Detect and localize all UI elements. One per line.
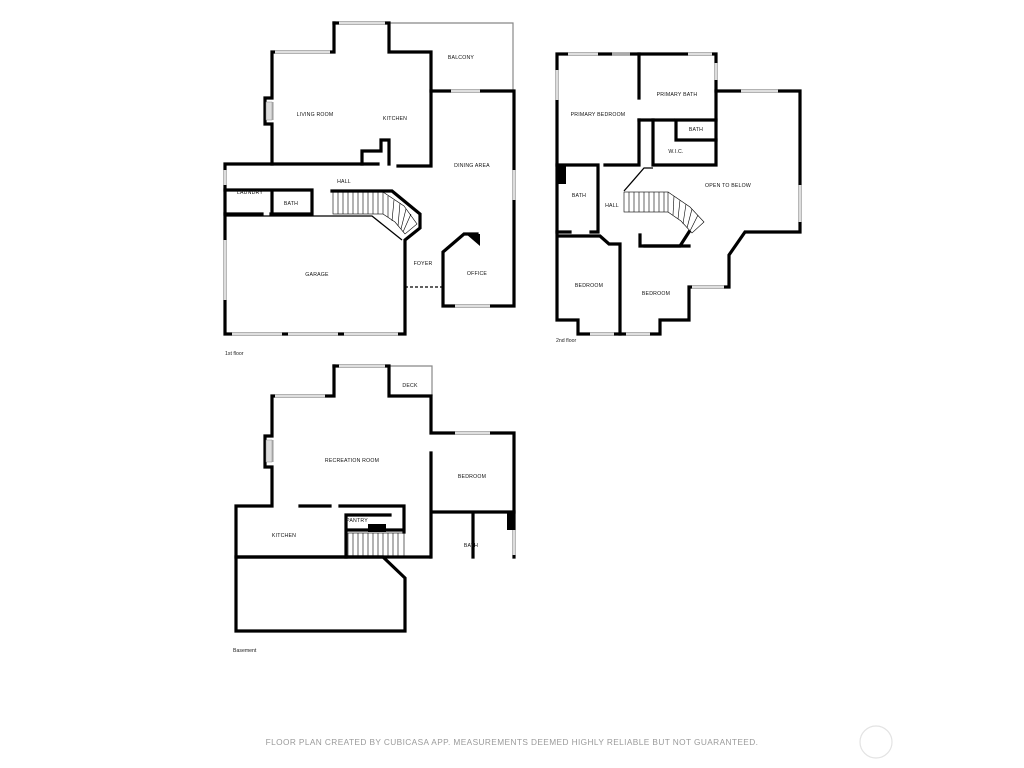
room-recreation-room: RECREATION ROOM [325, 458, 379, 464]
floor-label-first: 1st floor [225, 351, 244, 357]
room-bath: BATH [572, 193, 586, 199]
room-bedroom: BEDROOM [458, 474, 486, 480]
floor-label-basement: Basement [233, 648, 257, 654]
room-bath: BATH [284, 201, 298, 207]
room-primary-bath: PRIMARY BATH [657, 92, 698, 98]
room-bedroom-right: BEDROOM [642, 291, 670, 297]
room-balcony: BALCONY [448, 55, 475, 61]
room-pantry: PANTRY [346, 518, 368, 524]
room-bedroom-left: BEDROOM [575, 283, 603, 289]
second-floor-plan: PRIMARY BEDROOM PRIMARY BATH BATH W.I.C.… [555, 52, 802, 344]
room-dining-area: DINING AREA [454, 163, 490, 169]
floor-label-second: 2nd floor [556, 338, 576, 344]
room-laundry: LAUNDRY [237, 190, 263, 196]
room-kitchen: KITCHEN [383, 116, 407, 122]
room-deck: DECK [402, 383, 418, 389]
room-living-room: LIVING ROOM [297, 112, 334, 118]
room-bath-small: BATH [689, 127, 703, 133]
room-hall: HALL [605, 203, 619, 209]
room-bath: BATH [464, 543, 478, 549]
basement-plan: DECK RECREATION ROOM BEDROOM PANTRY KITC… [233, 364, 516, 654]
room-foyer: FOYER [414, 261, 433, 267]
room-office: OFFICE [467, 271, 488, 277]
room-garage: GARAGE [305, 272, 329, 278]
room-open-to-below: OPEN TO BELOW [705, 183, 751, 189]
room-wic: W.I.C. [668, 149, 683, 155]
room-hall: HALL [337, 179, 351, 185]
footer-disclaimer: FLOOR PLAN CREATED BY CUBICASA APP. MEAS… [266, 737, 759, 747]
room-kitchen: KITCHEN [272, 533, 296, 539]
first-floor-plan: BALCONY LIVING ROOM KITCHEN DINING AREA … [223, 21, 516, 357]
watermark-logo [859, 725, 893, 759]
room-primary-bedroom: PRIMARY BEDROOM [571, 112, 626, 118]
